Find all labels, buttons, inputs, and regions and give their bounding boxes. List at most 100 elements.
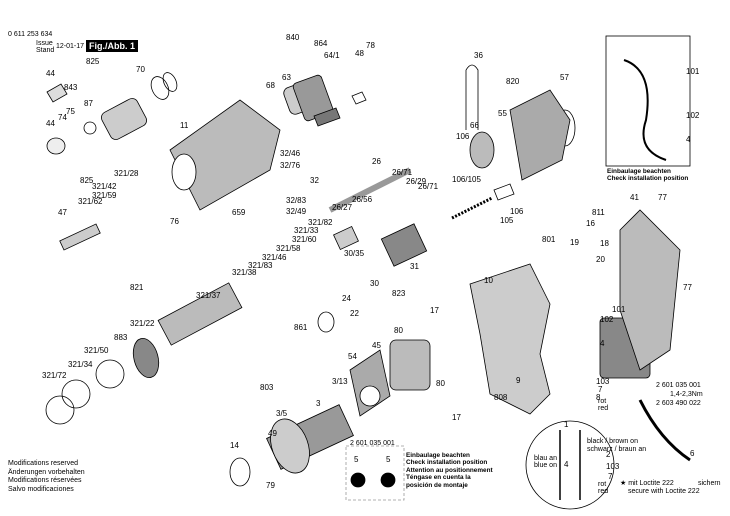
loctite-star-note: ★ mit Loctite 222 xyxy=(620,480,674,487)
callout-label: 16 xyxy=(586,219,595,228)
callout-label: 10 xyxy=(484,276,493,285)
bolt-47 xyxy=(59,223,101,251)
callout-label: 102 xyxy=(600,315,614,324)
callout-label: 24 xyxy=(342,294,351,303)
callout-label: 77 xyxy=(683,283,692,292)
callout-label: 18 xyxy=(600,239,609,248)
callout-label: 26/56 xyxy=(352,195,373,204)
callout-label: 105 xyxy=(500,216,514,225)
callout-label: 36 xyxy=(474,51,483,60)
motor-housing-9 xyxy=(469,263,551,415)
caption-line: Attention au positionnement xyxy=(406,466,493,474)
callout-label: 3 xyxy=(316,399,321,408)
callout-label: 101 xyxy=(686,67,700,76)
callout-label: 321/82 xyxy=(308,218,333,227)
part-number: 0 611 253 634 xyxy=(8,31,53,38)
callout-label: 321/46 xyxy=(262,253,287,262)
callout-label: 32/83 xyxy=(286,196,307,205)
callout-label: 32/46 xyxy=(280,149,301,158)
figure-tag: Fig./Abb. 1 xyxy=(86,40,138,52)
install-check-top: Einbaulage beachten Check installation p… xyxy=(607,168,688,183)
callout-label: 26 xyxy=(372,157,381,166)
callout-label: 30/35 xyxy=(344,249,365,258)
callout-label: 45 xyxy=(372,341,381,350)
shaft-26 xyxy=(328,167,412,213)
note-line: Modifications réservées xyxy=(8,477,82,485)
callout-label: 64/1 xyxy=(324,51,340,60)
ring-70b xyxy=(162,72,178,92)
field-winding-80 xyxy=(389,339,431,391)
callout-label: 44 xyxy=(46,119,55,128)
callout-label: 321/33 xyxy=(294,226,319,235)
callout-label: 14 xyxy=(230,441,239,450)
note-line: Salvo modificaciones xyxy=(8,485,74,493)
o-ring-74 xyxy=(83,121,97,135)
torque-value: 1,4-2,3Nm xyxy=(670,391,703,398)
caption-line: Check installation position xyxy=(406,459,488,467)
callout-label: 17 xyxy=(430,306,439,315)
callout-label: 840 xyxy=(286,33,300,42)
callout-label: 825 xyxy=(86,57,100,66)
callout-label: 861 xyxy=(294,323,308,332)
callout-label: 106 xyxy=(510,207,524,216)
callout-label: 32 xyxy=(310,176,319,185)
callout-label: 77 xyxy=(658,193,667,202)
torque-part-2: 2 603 490 022 xyxy=(656,400,701,407)
callout-label: 101 xyxy=(612,305,626,314)
callout-label: 22 xyxy=(350,309,359,318)
loctite-line-1: sichern xyxy=(698,480,721,487)
label-plate-64-1 xyxy=(313,107,341,127)
callout-label: 883 xyxy=(114,333,128,342)
ring-321-34 xyxy=(61,379,91,409)
ring-70 xyxy=(150,76,170,100)
wire-black-brown: black / brown on xyxy=(587,438,638,445)
wiring-path xyxy=(559,430,581,500)
callout-label: 6 xyxy=(690,449,695,458)
callout-label: 803 xyxy=(260,383,274,392)
chuck-sleeve xyxy=(46,83,68,103)
callout-label: 321/38 xyxy=(232,268,257,277)
callout-label: 820 xyxy=(506,77,520,86)
callout-label: 32/49 xyxy=(286,207,307,216)
callout-label: 66 xyxy=(470,121,479,130)
ring-321-72 xyxy=(45,395,75,425)
fan-3-5 xyxy=(270,418,310,474)
bracket-36 xyxy=(465,64,479,130)
callout-label: 321/42 xyxy=(92,182,117,191)
detail-wire xyxy=(623,59,667,161)
callout-label: 79 xyxy=(266,481,275,490)
brush-holder-ref: 2 601 035 001 xyxy=(350,440,395,447)
callout-label: 823 xyxy=(392,289,406,298)
callout-label: 57 xyxy=(560,73,569,82)
caption-line: Téngase en cuenta la xyxy=(406,474,471,482)
callout-label: 87 xyxy=(84,99,93,108)
clip-48 xyxy=(351,91,367,105)
handle-41 xyxy=(619,209,681,371)
caption-line: Check installation position xyxy=(607,175,689,183)
wire-blau-an: blau an xyxy=(534,455,557,462)
callout-label: 103 xyxy=(596,377,610,386)
wire-red-bottom: red xyxy=(598,488,609,495)
gear-housing xyxy=(169,99,281,211)
spring-seat-106 xyxy=(493,183,515,201)
callout-label: 19 xyxy=(570,238,579,247)
loctite-line-2: secure with Loctite 222 xyxy=(628,488,700,495)
callout-label: 321/58 xyxy=(276,244,301,253)
callout-label: 7 xyxy=(598,385,603,394)
callout-label: 74 xyxy=(58,113,67,122)
wiring-detail xyxy=(525,420,615,510)
callout-label: 5 xyxy=(386,455,391,464)
callout-label: 321/72 xyxy=(42,371,67,380)
callout-label: 3/5 xyxy=(276,409,288,418)
note-line: Modifications reserved xyxy=(8,460,79,467)
callout-label: 321/83 xyxy=(248,261,273,270)
caption-line: posición de montaje xyxy=(406,481,468,489)
callout-label: 811 xyxy=(592,208,605,217)
callout-label: 321/62 xyxy=(78,197,103,206)
callout-label: 808 xyxy=(494,393,508,402)
callout-label: 864 xyxy=(314,39,328,48)
callout-label: 659 xyxy=(232,208,246,217)
callout-label: 4 xyxy=(600,339,605,348)
